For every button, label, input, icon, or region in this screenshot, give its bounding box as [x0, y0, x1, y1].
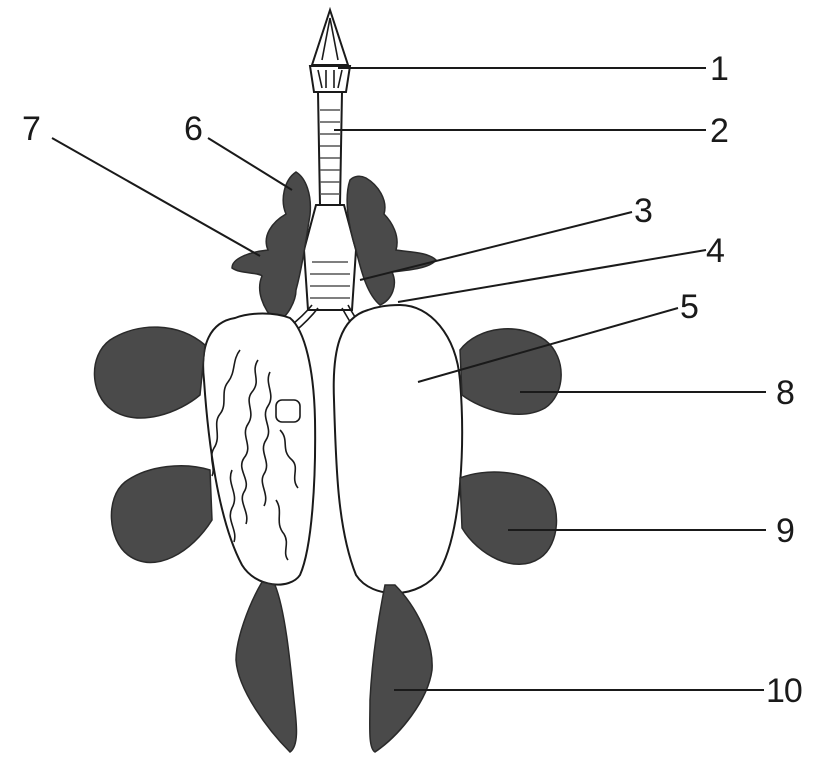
label-4: 4: [706, 232, 724, 270]
beak: [310, 10, 350, 92]
right-abdominal-air-sac: [370, 585, 432, 752]
label-3: 3: [634, 192, 652, 230]
label-2: 2: [710, 112, 728, 150]
right-cervical-air-sac: [347, 176, 436, 305]
label-7: 7: [22, 110, 40, 148]
trachea: [318, 92, 342, 205]
label-10: 10: [766, 672, 802, 710]
right-anterior-thoracic-air-sac: [460, 329, 561, 414]
label-8: 8: [776, 374, 794, 412]
label-5: 5: [680, 288, 698, 326]
label-1: 1: [710, 50, 728, 88]
left-abdominal-air-sac: [236, 582, 297, 752]
left-anterior-thoracic-air-sac: [94, 327, 205, 418]
right-posterior-thoracic-air-sac: [460, 472, 556, 564]
right-lung: [334, 305, 462, 593]
label-6: 6: [184, 110, 202, 148]
left-posterior-thoracic-air-sac: [111, 466, 212, 563]
label-9: 9: [776, 512, 794, 550]
left-lung: [203, 314, 315, 585]
